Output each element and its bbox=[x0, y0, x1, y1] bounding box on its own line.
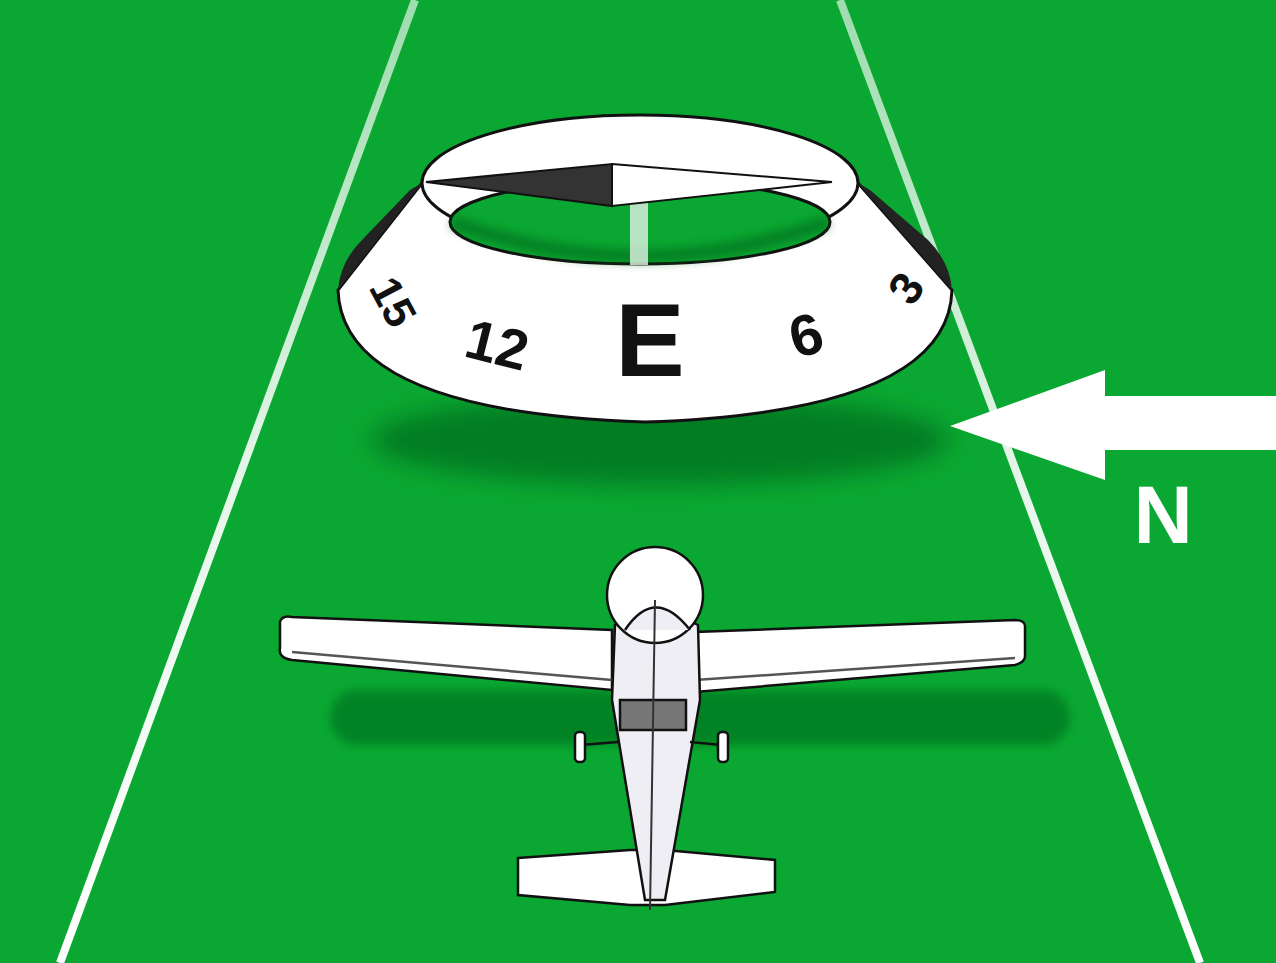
spine bbox=[650, 600, 655, 910]
fuselage bbox=[612, 613, 700, 901]
compass-mark: 12 bbox=[460, 310, 534, 379]
needle-dark bbox=[426, 164, 612, 206]
direction-label: N bbox=[1133, 474, 1192, 556]
compass bbox=[338, 115, 952, 422]
north-arrow bbox=[950, 370, 1276, 480]
flap bbox=[695, 658, 1015, 680]
runway-edge bbox=[60, 0, 415, 963]
compass-shade bbox=[338, 183, 422, 290]
left-wing bbox=[280, 617, 612, 690]
compass-mark: E bbox=[615, 288, 684, 392]
right-wing bbox=[695, 620, 1025, 692]
airplane bbox=[280, 547, 1025, 910]
wheel bbox=[575, 732, 585, 762]
runway-edge bbox=[840, 0, 1200, 963]
runway-lines bbox=[60, 0, 1200, 963]
cowl bbox=[625, 608, 690, 631]
flap bbox=[292, 652, 612, 680]
wheel bbox=[718, 732, 728, 762]
needle-light bbox=[612, 164, 832, 206]
